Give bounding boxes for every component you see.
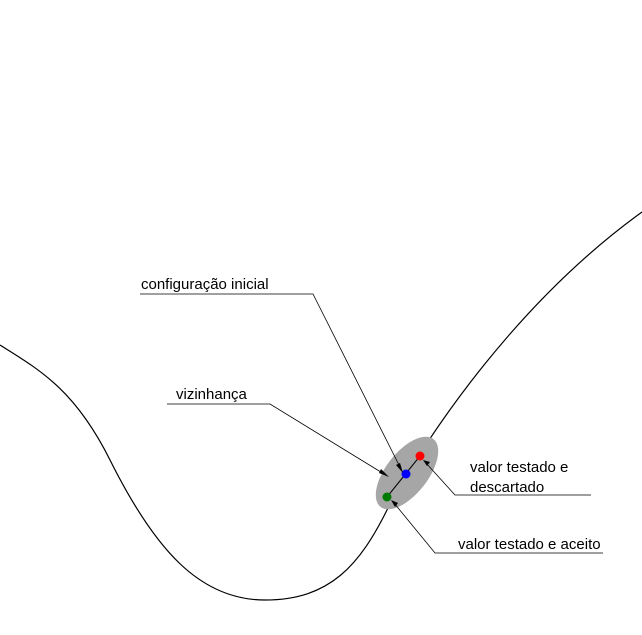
accepted-point — [382, 492, 392, 502]
initial-arrowhead — [396, 463, 403, 473]
label-accepted: valor testado e aceito — [458, 536, 601, 553]
objective-curve — [0, 211, 642, 601]
accepted-leader — [393, 502, 603, 554]
label-initial-configuration: configuração inicial — [141, 276, 269, 293]
label-rejected-line2: descartado — [470, 479, 544, 496]
accepted-arrowhead — [391, 500, 398, 507]
label-rejected-line1: valor testado e — [470, 459, 568, 476]
rejected-leader — [425, 462, 591, 496]
initial-point — [401, 469, 411, 479]
initial-leader — [140, 293, 401, 468]
neighborhood-leader — [167, 403, 385, 475]
rejected-arrowhead — [423, 460, 430, 466]
neighborhood-arrowhead — [379, 469, 389, 477]
label-neighborhood: vizinhança — [176, 386, 248, 403]
rejected-point — [415, 451, 425, 461]
